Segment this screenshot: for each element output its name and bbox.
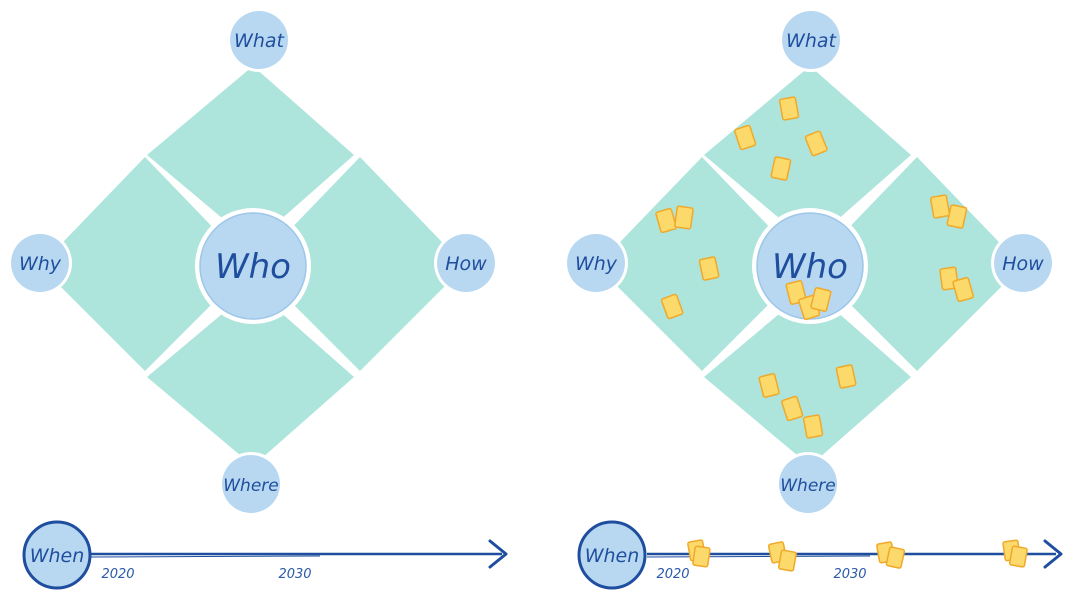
- left-timeline: When 2020 2030: [22, 520, 508, 590]
- sticky-note: [692, 545, 711, 568]
- left-quadrant-bottom: [147, 288, 354, 466]
- right-quadrant-bottom: [704, 288, 911, 466]
- right-center-node: Who: [752, 208, 868, 324]
- sticky-note: [734, 124, 757, 151]
- right-when-label: When: [585, 545, 640, 567]
- left-quadrant-left: [40, 157, 250, 371]
- right-right-label: How: [1002, 253, 1044, 275]
- left-bottom-node: Where: [219, 452, 283, 516]
- right-timeline-arrowhead: [1043, 539, 1063, 569]
- right-timeline: When 2020 2030: [577, 520, 1063, 590]
- left-left-node: Why: [8, 231, 72, 295]
- right-diagram: Who What Why How Where: [564, 8, 1063, 590]
- sticky-note: [952, 276, 974, 303]
- sticky-note: [885, 546, 906, 569]
- right-left-node: Why: [564, 231, 628, 295]
- left-when-label: When: [30, 545, 85, 567]
- left-right-label: How: [445, 253, 487, 275]
- right-center-label: Who: [772, 247, 848, 287]
- left-tick-2020: 2020: [101, 567, 134, 582]
- sticky-note: [655, 207, 677, 234]
- right-bottom-label: Where: [780, 476, 836, 496]
- left-quadrants: [40, 66, 465, 466]
- left-quadrant-top: [147, 66, 354, 244]
- sticky-note: [781, 395, 804, 422]
- sticky-notes: [655, 96, 974, 439]
- right-top-label: What: [786, 30, 837, 52]
- right-left-label: Why: [575, 253, 618, 275]
- left-center-label: Who: [215, 247, 291, 287]
- timeline-sticky-notes: [687, 539, 1028, 572]
- right-quadrant-right: [812, 157, 1022, 371]
- left-quadrant-right: [255, 157, 465, 371]
- sticky-note: [929, 194, 951, 219]
- sticky-note: [660, 293, 684, 320]
- sticky-note: [698, 256, 720, 281]
- left-when-node: [22, 520, 92, 590]
- left-center-node: Who: [195, 208, 311, 324]
- sticky-note: [758, 373, 780, 398]
- left-top-node: What: [227, 8, 291, 72]
- left-bottom-label: Where: [223, 476, 279, 496]
- left-left-label: Why: [19, 253, 62, 275]
- right-quadrant-top: [704, 66, 911, 244]
- sticky-note: [804, 130, 828, 157]
- sticky-note: [802, 414, 824, 439]
- right-tick-2020: 2020: [656, 567, 689, 582]
- sticky-note: [777, 549, 797, 572]
- right-tick-2030: 2030: [833, 567, 866, 582]
- sticky-note: [674, 205, 694, 230]
- right-bottom-node: Where: [776, 452, 840, 516]
- sticky-note: [1008, 545, 1028, 568]
- right-right-node: How: [991, 231, 1055, 295]
- left-right-node: How: [434, 231, 498, 295]
- sticky-note: [770, 156, 792, 181]
- sticky-note: [810, 287, 832, 312]
- right-top-node: What: [779, 8, 843, 72]
- left-tick-2030: 2030: [278, 567, 311, 582]
- sticky-note: [778, 96, 800, 121]
- left-timeline-arrowhead: [488, 539, 508, 569]
- right-when-node: [577, 520, 647, 590]
- sticky-note: [946, 204, 968, 229]
- sticky-note: [835, 364, 857, 389]
- left-diagram: Who What Why How Where Whe: [8, 8, 508, 590]
- left-top-label: What: [234, 30, 285, 52]
